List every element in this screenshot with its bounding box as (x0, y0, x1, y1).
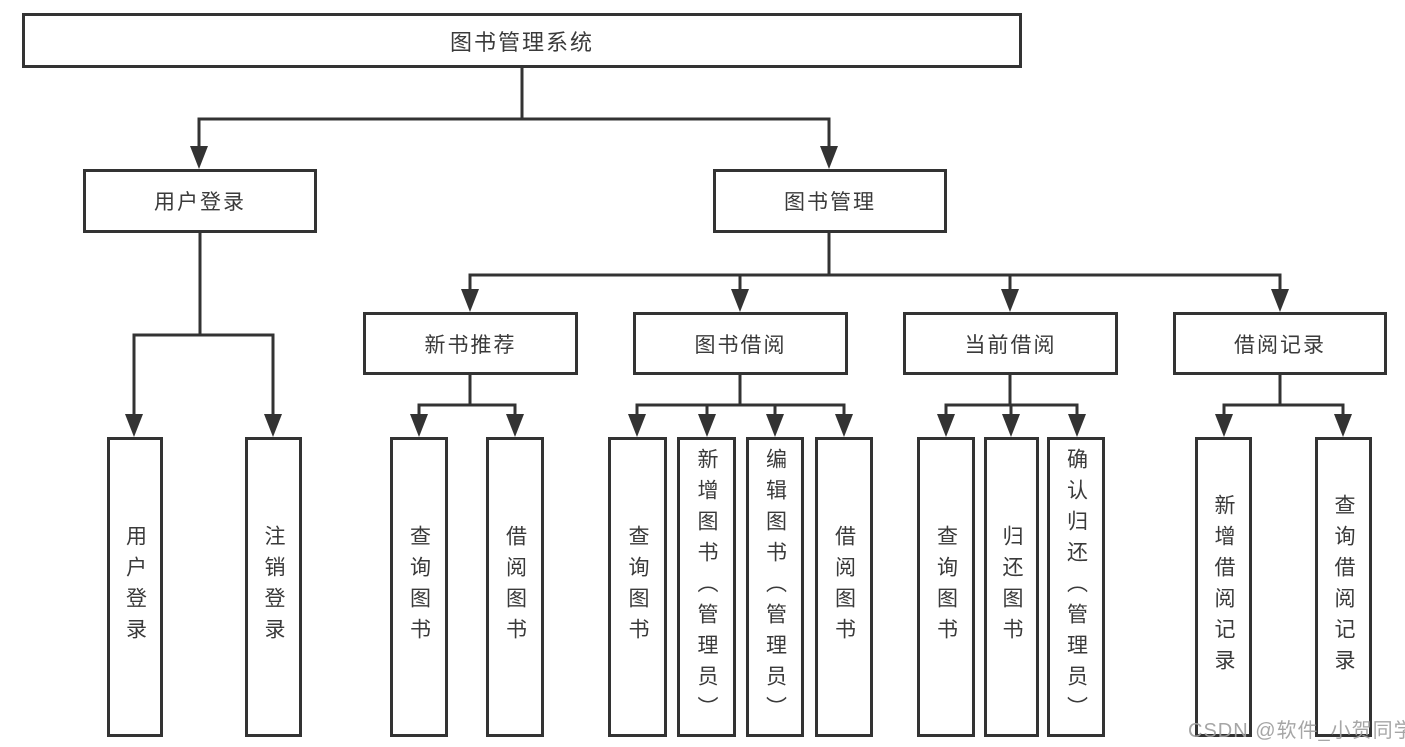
leaf-add-books-admin: 新增图书（管理员） (677, 437, 736, 737)
node-label: 借阅图书 (503, 525, 527, 649)
node-library-management-system: 图书管理系统 (22, 13, 1022, 68)
node-label: 归还图书 (1000, 525, 1023, 649)
node-label: 查询图书 (626, 525, 649, 649)
leaf-borrow-books-recommend: 借阅图书 (486, 437, 544, 737)
leaf-query-books-borrowing: 查询图书 (608, 437, 667, 737)
leaf-query-books-current: 查询图书 (917, 437, 975, 737)
node-book-borrowing: 图书借阅 (633, 312, 848, 375)
leaf-query-books-recommend: 查询图书 (390, 437, 448, 737)
node-label: 借阅记录 (1234, 333, 1326, 357)
node-label: 新增借阅记录 (1212, 494, 1235, 680)
node-label: 图书借阅 (694, 333, 787, 357)
node-borrowing-records: 借阅记录 (1173, 312, 1387, 375)
node-label: 借阅图书 (832, 525, 856, 649)
node-new-book-recommend: 新书推荐 (363, 312, 578, 375)
node-label: 编辑图书（管理员） (763, 447, 787, 727)
node-book-management: 图书管理 (713, 169, 947, 233)
csdn-watermark: CSDN @软件_小贺同学 (1188, 720, 1405, 742)
node-label: 用户登录 (154, 191, 246, 214)
node-label: 确认归还（管理员） (1064, 447, 1088, 727)
node-label: 图书管理 (784, 191, 876, 214)
node-label: 查询图书 (407, 525, 431, 649)
leaf-borrow-books: 借阅图书 (815, 437, 873, 737)
leaf-query-borrow-record: 查询借阅记录 (1315, 437, 1372, 737)
node-label: 图书管理系统 (449, 29, 594, 55)
leaf-confirm-return-admin: 确认归还（管理员） (1047, 437, 1105, 737)
leaf-add-borrow-record: 新增借阅记录 (1195, 437, 1252, 737)
leaf-user-login: 用户登录 (107, 437, 163, 737)
leaf-edit-books-admin: 编辑图书（管理员） (746, 437, 804, 737)
node-label: 新增图书（管理员） (695, 447, 718, 727)
node-label: 注销登录 (262, 525, 285, 649)
leaf-logout: 注销登录 (245, 437, 302, 737)
node-label: 查询图书 (934, 525, 958, 649)
node-label: 查询借阅记录 (1332, 494, 1355, 680)
node-label: 用户登录 (123, 525, 147, 649)
node-label: 新书推荐 (424, 333, 517, 357)
arrowheads (125, 146, 1352, 437)
node-label: 当前借阅 (964, 333, 1057, 357)
leaf-return-books: 归还图书 (984, 437, 1039, 737)
node-current-borrowing: 当前借阅 (903, 312, 1118, 375)
node-user-login: 用户登录 (83, 169, 317, 233)
